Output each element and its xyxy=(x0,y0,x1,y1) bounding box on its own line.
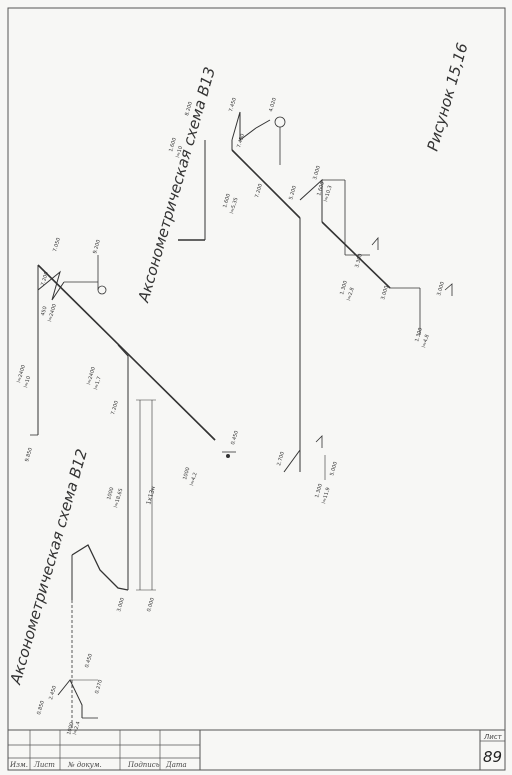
stamp-col-sign: Подпись xyxy=(127,761,160,769)
b13-elev-5200: 5.200 xyxy=(288,185,298,200)
b12-riser-left-sub: l=2,4 xyxy=(72,721,81,736)
b13-l-1600: 1.600 xyxy=(168,137,178,152)
b12-elev-0450: 0.450 xyxy=(84,653,94,668)
stamp-col-izm: Изм. xyxy=(9,761,28,769)
b13-elev-4020: 4.020 xyxy=(268,97,278,112)
b13-elev-2700: 2.700 xyxy=(276,451,286,466)
b13-elev-3000b: 3.000 xyxy=(380,285,390,300)
b13-elev-7450b: 7.450 xyxy=(228,97,238,112)
b12-l-1000: 1000 xyxy=(106,487,115,501)
b12-l-1000-b: 1000 xyxy=(182,467,191,481)
b12-elev-7200: 7.200 xyxy=(110,400,120,415)
b12-elev-7200b: 7.200 xyxy=(40,271,50,286)
sheet-frame xyxy=(7,7,506,771)
b13-l-1600b: 1.600 xyxy=(222,193,232,208)
b12-elev-9200: 9.200 xyxy=(92,239,102,254)
b12-elev-3000: 3.000 xyxy=(116,597,126,612)
b13-l-48: l=4,8 xyxy=(421,334,430,349)
stamp-col-date: Дата xyxy=(165,761,187,769)
stamp-col-doc: № докум. xyxy=(67,761,102,769)
b12-l-2400: l=2400 xyxy=(86,366,97,385)
b13-l-1300: 1.300 xyxy=(339,280,349,295)
b12-l-1865: l=18,65 xyxy=(113,488,124,509)
figure-caption: Рисунок 15,16 xyxy=(424,41,472,153)
b13-labels: 1.600 l=10 8.200 7.450 7.450 4.020 1.600… xyxy=(168,97,446,504)
scheme-b13-pipes xyxy=(178,111,453,480)
b13-elev-3300: 3.300 xyxy=(354,253,364,268)
b13-l-10: l=10 xyxy=(175,145,184,158)
b13-elev-3000c: 3.000 xyxy=(436,281,446,296)
b13-elev-8200: 8.200 xyxy=(184,101,194,116)
b12-elev-0000b: 0.000 xyxy=(146,597,156,612)
b13-elev-3000: 3.000 xyxy=(312,165,322,180)
b13-l-28: l=2,8 xyxy=(346,287,355,302)
sheet-label: Лист xyxy=(483,733,503,741)
b12-l-450: 450 xyxy=(40,306,48,317)
b13-l-1300b: 1.300 xyxy=(414,327,424,342)
b12-elev-2450: 2.450 xyxy=(48,685,58,700)
b12-l-2400b: l=2400 xyxy=(16,364,27,383)
b13-l-119: l=11,9 xyxy=(321,487,331,505)
b12-l-10: l=10 xyxy=(23,375,32,388)
b12-l-42: l=4,2 xyxy=(189,472,198,487)
title-block: Изм. Лист № докум. Подпись Дата Лист 89 xyxy=(8,729,505,770)
b13-l-1300c: 1.300 xyxy=(314,483,324,498)
b13-l-535: l=5,35 xyxy=(229,197,239,215)
b12-elev-7050: 7.050 xyxy=(52,237,62,252)
b13-l-103: l=10,3 xyxy=(323,185,333,203)
stamp-col-list: Лист xyxy=(33,761,55,769)
b12-elev-9850: 9.850 xyxy=(24,447,34,462)
title-b13: Аксонометрическая схема В13 xyxy=(134,65,219,305)
b13-elev-5000: 5.000 xyxy=(329,461,339,476)
b12-labels: 1000 l=2,4 2.450 0.850 0.450 0.270 3.000… xyxy=(16,237,240,735)
title-b12: Аксонометрическая схема В12 xyxy=(6,447,91,687)
b13-elev-7200: 7.200 xyxy=(254,183,264,198)
b12-l-17: l=1,7 xyxy=(93,376,102,391)
scheme-b12-pipes xyxy=(30,255,236,730)
b12-elev-0270: 0.270 xyxy=(94,679,104,694)
b13-l-1600c: 1.600 xyxy=(316,181,326,196)
b12-dim-1x13: 1х13н xyxy=(145,485,157,505)
b12-elev-0850: 0.850 xyxy=(36,700,46,715)
b12-riser-left: 1000 xyxy=(66,722,75,736)
b12-l-2400c: l=2400 xyxy=(47,303,58,322)
page-number: 89 xyxy=(483,748,502,766)
b12-elev-0450b: 0.450 xyxy=(230,430,240,445)
b13-elev-7450: 7.450 xyxy=(236,133,246,148)
